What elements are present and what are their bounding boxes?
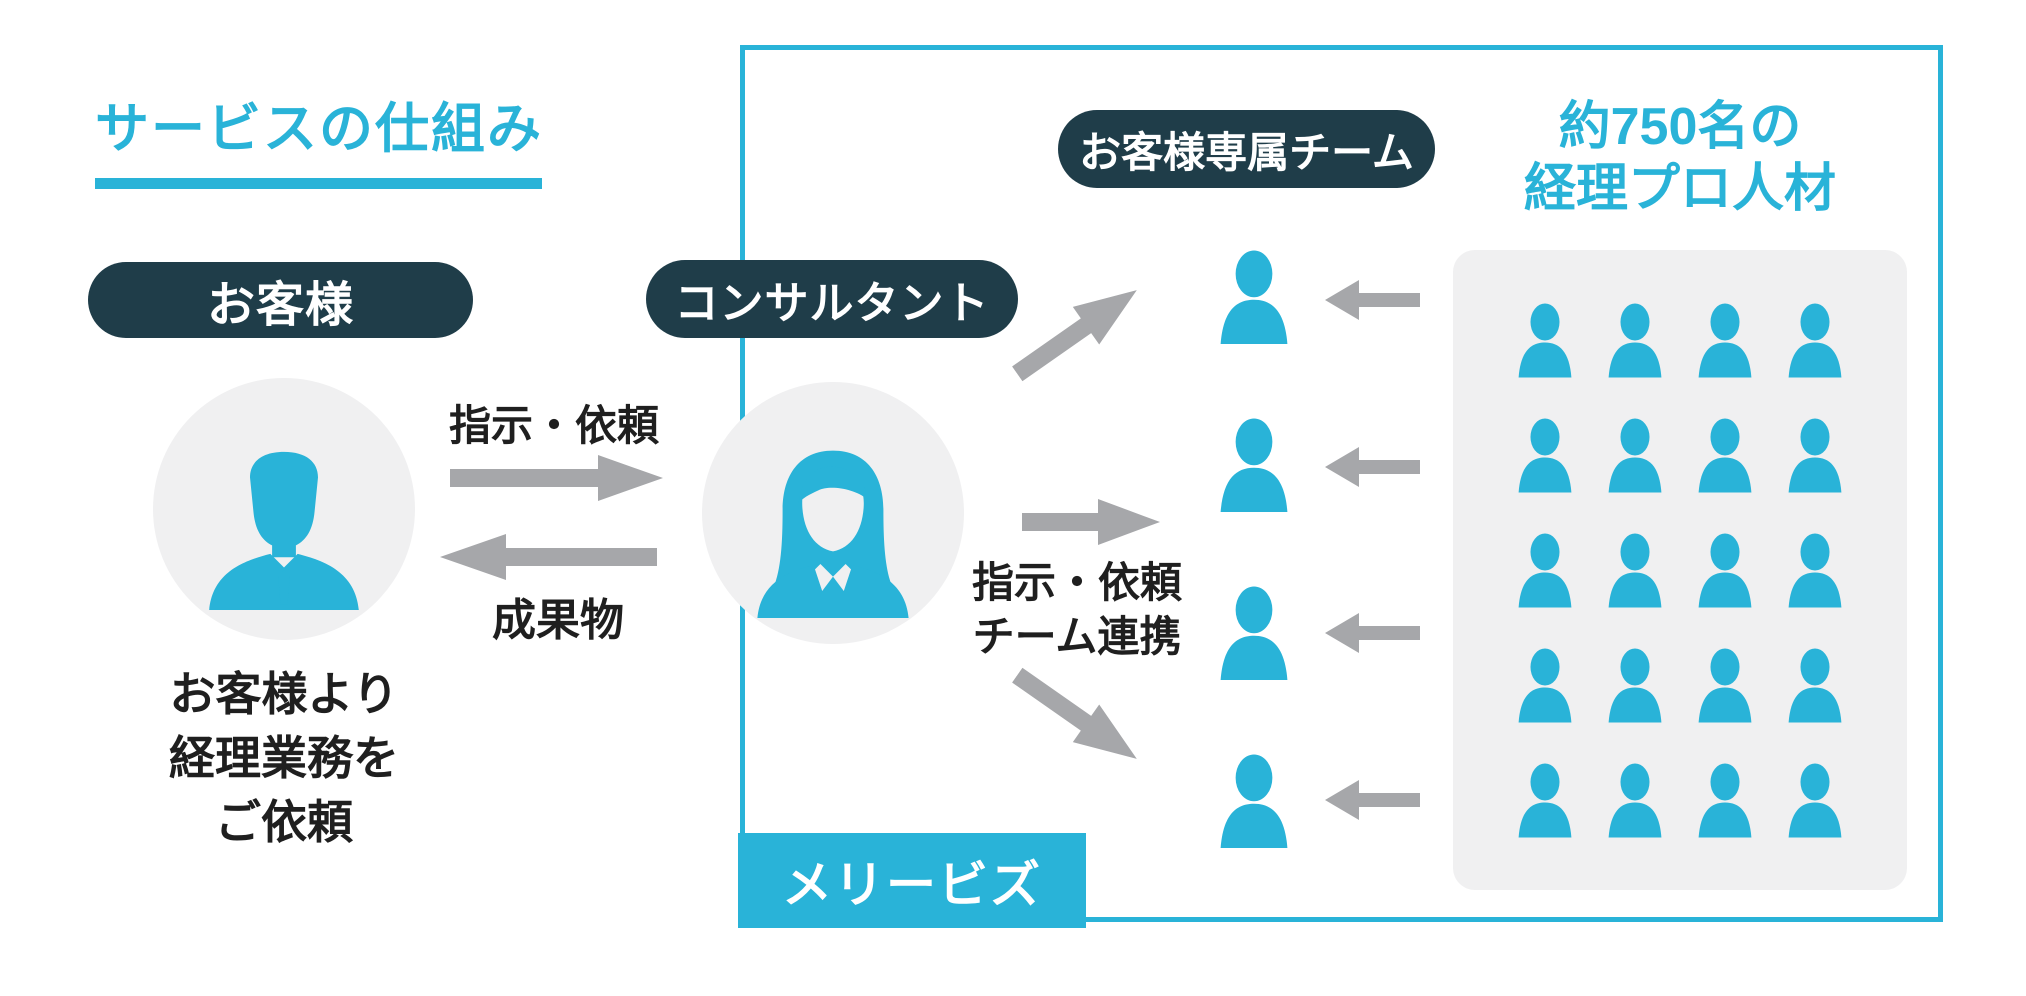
person-bust-icon [1212,752,1296,848]
person-bust-icon [1782,416,1848,493]
person-bust-icon [1782,531,1848,608]
talent-pool-grid [1453,250,1907,890]
talent-pool-heading-line: 経理プロ人材 [1523,160,1836,218]
person-bust-icon [1782,761,1848,838]
businessman-icon [199,440,369,610]
pool-to-team-arrow-2-icon [1325,447,1420,487]
consultant-avatar [702,382,964,644]
pool-to-team-arrow-4-icon [1325,780,1420,820]
consultant-team-flow-label: 指示・依頼 チーム連携 [957,556,1197,664]
deliverable-arrow-icon [440,534,657,580]
person-bust-icon [1692,301,1758,378]
consultant-team-flow-line: 指示・依頼 [971,559,1182,606]
person-bust-icon [1512,416,1578,493]
person-bust-icon [1692,761,1758,838]
dedicated-team-badge: お客様専属チーム [1058,110,1435,188]
consultant-to-team-arrow-middle-icon [1022,499,1160,545]
person-bust-icon [1212,584,1296,680]
consultant-badge: コンサルタント [646,260,1018,338]
person-bust-icon [1212,248,1296,344]
company-label: メリービズ [738,833,1086,928]
page-title: サービスの仕組み [95,99,543,159]
person-bust-icon [1602,646,1668,723]
deliverable-flow-label: 成果物 [492,596,624,645]
consultant-to-team-arrow-top-icon [1012,290,1137,382]
person-bust-icon [1602,531,1668,608]
customer-caption-line: お客様より [169,668,399,720]
request-arrow-icon [450,455,663,501]
person-bust-icon [1782,301,1848,378]
person-bust-icon [1512,761,1578,838]
businesswoman-icon [743,438,923,618]
person-bust-icon [1212,416,1296,512]
person-bust-icon [1512,531,1578,608]
consultant-to-team-arrow-bottom-icon [1012,667,1137,759]
person-bust-icon [1602,761,1668,838]
consultant-team-flow-line: チーム連携 [972,613,1182,660]
talent-pool-heading-line: 約750名の [1558,98,1802,156]
person-bust-icon [1692,531,1758,608]
person-bust-icon [1512,301,1578,378]
customer-caption: お客様より 経理業務を ご依頼 [94,662,474,854]
team-column [1210,248,1297,848]
person-bust-icon [1692,646,1758,723]
customer-caption-line: ご依頼 [215,796,353,848]
customer-avatar [153,378,415,640]
person-bust-icon [1692,416,1758,493]
pool-to-team-arrow-1-icon [1325,280,1420,320]
person-bust-icon [1602,301,1668,378]
person-bust-icon [1782,646,1848,723]
customer-caption-line: 経理業務を [169,732,399,784]
talent-pool-heading: 約750名の 経理プロ人材 [1460,96,1900,220]
person-bust-icon [1512,646,1578,723]
pool-to-team-arrow-3-icon [1325,613,1420,653]
title-underline [95,178,542,189]
customer-badge: お客様 [88,262,473,338]
request-flow-label: 指示・依頼 [448,402,659,449]
person-bust-icon [1602,416,1668,493]
